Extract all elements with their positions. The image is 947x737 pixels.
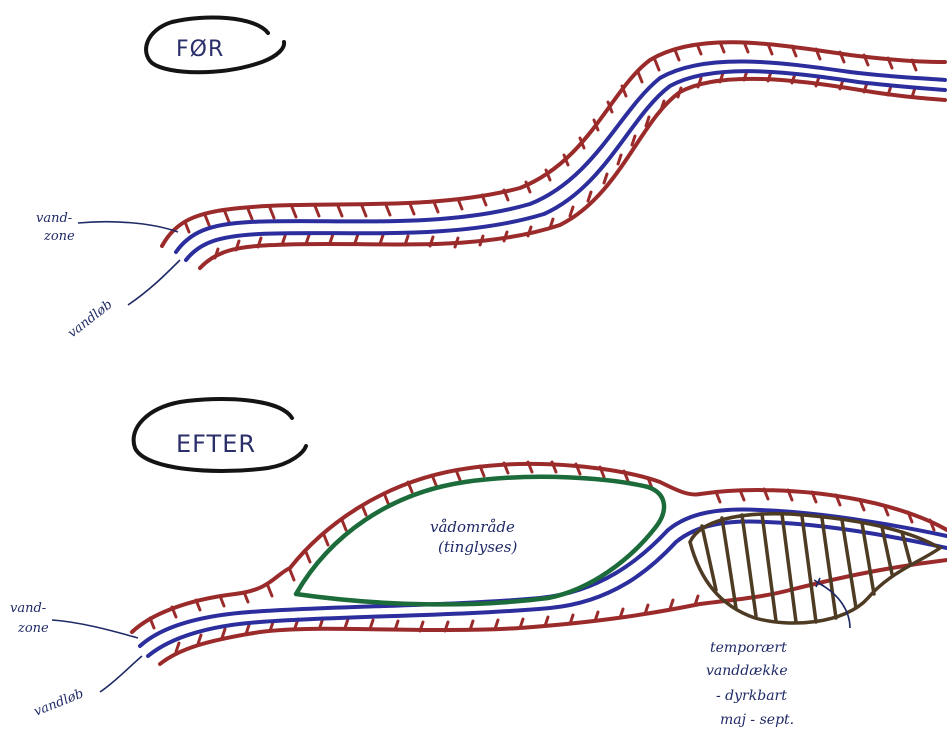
after-shore-zone-leader — [52, 620, 138, 638]
before-stream-label: vandløb — [65, 297, 115, 341]
after-upper-hatches — [150, 462, 934, 628]
after-shore-zone-label-line2: zone — [17, 621, 49, 636]
before-lower-hatches — [215, 71, 915, 258]
before-upper-bank — [162, 42, 945, 246]
before-title: FØR — [176, 37, 224, 62]
pond-label-line4: maj - sept. — [720, 712, 794, 728]
pond-label-line1: temporært — [710, 640, 787, 656]
pond-label-line3: - dyrkbart — [716, 688, 787, 704]
after-stream-leader — [100, 656, 142, 692]
before-panel: FØR vand- zone vandløb — [36, 17, 945, 341]
before-lower-bank — [200, 79, 945, 268]
after-stream-label: vandløb — [32, 686, 86, 719]
before-shore-zone-label-line2: zone — [43, 229, 75, 244]
after-shore-zone-label-line1: vand- — [10, 601, 46, 616]
wetland-label-line2: (tinglyses) — [438, 538, 517, 556]
before-shore-zone-label-line1: vand- — [36, 211, 72, 226]
after-title: EFTER — [176, 430, 256, 458]
wetland-label-line1: vådområde — [430, 518, 515, 536]
before-stream-lower — [186, 71, 945, 260]
after-panel: EFTER vådområde (tinglyses) temporært va… — [10, 399, 947, 728]
before-stream-leader — [128, 260, 180, 305]
before-shore-zone-leader — [78, 222, 178, 232]
pond-label-line2: vanddække — [706, 663, 788, 679]
